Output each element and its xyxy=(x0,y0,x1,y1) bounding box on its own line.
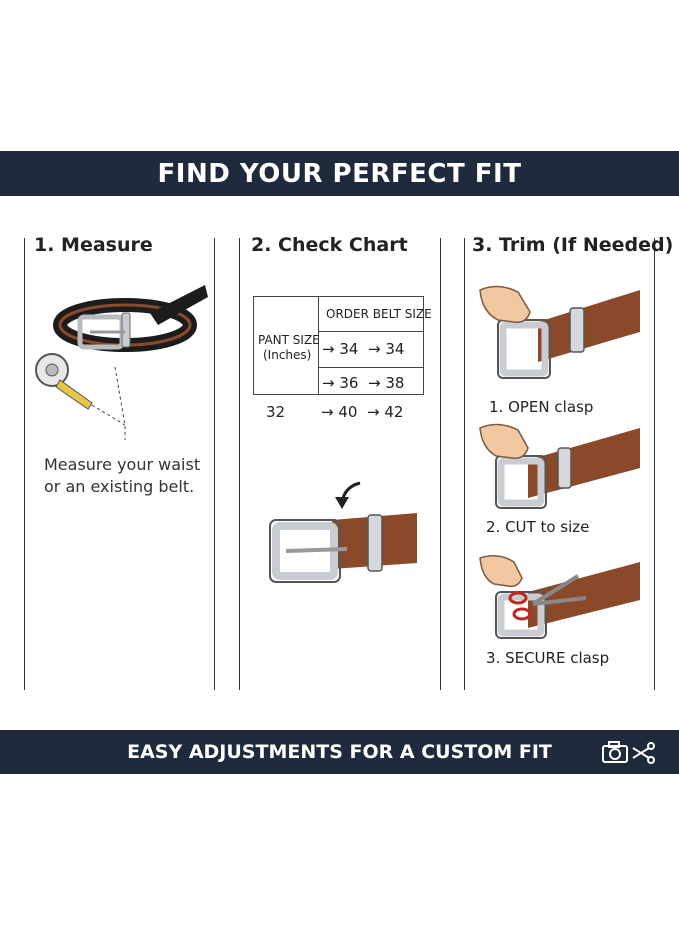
trim-step-secure: 3. SECURE clasp xyxy=(486,649,610,667)
trim-step-open: 1. OPEN clasp xyxy=(489,398,594,416)
cut-to-size-illustration xyxy=(479,423,640,509)
column-divider xyxy=(24,238,25,690)
black-belt-tape-measure-illustration xyxy=(35,285,208,440)
measure-caption-line1: Measure your waist xyxy=(44,455,201,474)
buckle-closeup-illustration xyxy=(269,481,417,583)
measure-caption: Measure your waist or an existing belt. xyxy=(44,454,200,497)
arrow-icon: → xyxy=(321,403,334,421)
table-row: → 36 → 38 xyxy=(322,374,404,392)
extra-pant-size: 32 xyxy=(266,403,286,421)
arrow-icon: → xyxy=(368,340,381,358)
column-divider xyxy=(464,238,465,690)
arrow-icon: → xyxy=(322,340,335,358)
camera-scissors-icon xyxy=(602,741,655,764)
column-divider xyxy=(214,238,215,690)
column-title-measure: 1. Measure xyxy=(34,234,153,256)
arrow-icon: → xyxy=(322,374,335,392)
arrow-icon: → xyxy=(368,374,381,392)
belt-size-value: 34 xyxy=(385,340,405,358)
pant-size-value: 40 xyxy=(338,403,358,421)
table-divider xyxy=(318,297,319,394)
arrow-icon: → xyxy=(367,403,380,421)
column-title-check-chart: 2. Check Chart xyxy=(251,234,408,256)
bottom-banner: EASY ADJUSTMENTS FOR A CUSTOM FIT xyxy=(0,730,679,774)
table-divider xyxy=(318,367,423,368)
belt-size-value: 38 xyxy=(385,374,405,392)
column-title-trim: 3. Trim (If Needed) xyxy=(472,234,674,256)
footer-text: EASY ADJUSTMENTS FOR A CUSTOM FIT xyxy=(127,741,552,763)
pant-size-units: (Inches) xyxy=(263,348,312,362)
measure-caption-line2: or an existing belt. xyxy=(44,476,195,496)
table-row: → 34 → 34 xyxy=(322,340,404,358)
order-belt-size-header: ORDER BELT SIZE xyxy=(326,307,432,321)
belt-size-value: 42 xyxy=(384,403,404,421)
column-divider xyxy=(239,238,240,690)
page-title: FIND YOUR PERFECT FIT xyxy=(157,158,522,189)
top-banner: FIND YOUR PERFECT FIT xyxy=(0,151,679,196)
column-divider xyxy=(440,238,441,690)
trim-step-cut: 2. CUT to size xyxy=(486,518,590,536)
pant-size-value: 34 xyxy=(339,340,359,358)
size-chart-table: ORDER BELT SIZE PANT SIZE (Inches) → 34 … xyxy=(253,296,432,395)
pant-size-label: PANT SIZE xyxy=(258,333,320,347)
pant-size-value: 36 xyxy=(339,374,359,392)
table-divider xyxy=(318,331,423,332)
table-row: → 40 → 42 xyxy=(321,403,403,421)
open-clasp-illustration xyxy=(479,285,640,379)
secure-clasp-illustration xyxy=(479,555,640,639)
column-divider xyxy=(654,238,655,690)
